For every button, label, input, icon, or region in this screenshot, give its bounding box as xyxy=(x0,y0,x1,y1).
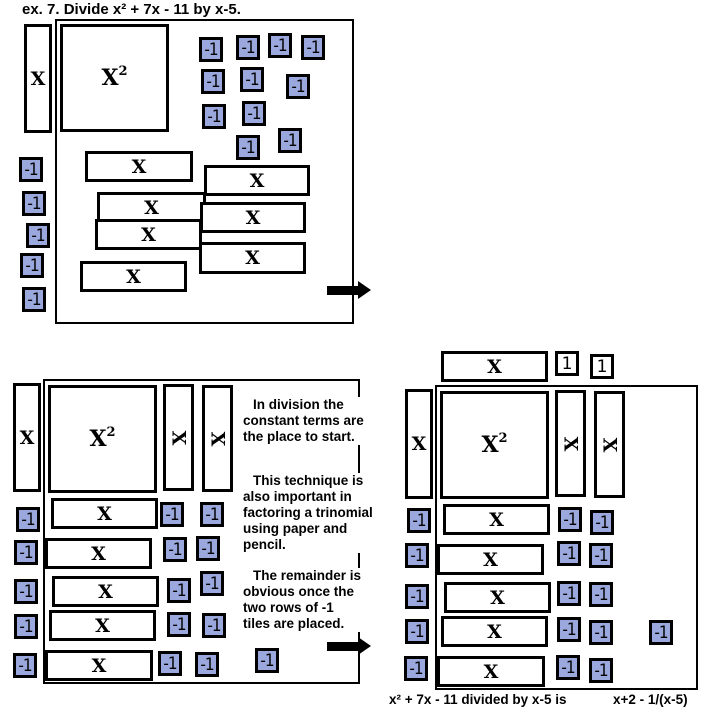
x-tile-vertical[interactable]: X xyxy=(555,390,586,497)
neg-one-tile[interactable]: -1 xyxy=(160,502,184,527)
neg-one-tile[interactable]: -1 xyxy=(589,658,613,683)
x-tile-vertical[interactable]: X xyxy=(202,385,233,492)
workspace-frame-initial xyxy=(55,19,354,324)
note-remainder: The remainder is obvious once the two ro… xyxy=(243,568,362,632)
x-tile-divisor[interactable]: X xyxy=(405,389,433,499)
quotient-one-tile[interactable]: 1 xyxy=(555,351,579,376)
neg-one-tile[interactable]: -1 xyxy=(589,543,613,568)
x-tile[interactable]: X xyxy=(85,151,193,182)
x-tile[interactable]: X xyxy=(45,650,153,681)
x-squared-tile[interactable]: X2 xyxy=(48,385,157,493)
neg-one-tile[interactable]: -1 xyxy=(405,584,429,609)
quotient-x-tile[interactable]: X xyxy=(441,351,548,382)
neg-one-tile[interactable]: -1 xyxy=(405,543,429,568)
x-tile-vertical[interactable]: X xyxy=(163,384,194,491)
neg-one-tile[interactable]: -1 xyxy=(14,540,38,565)
quotient-one-tile[interactable]: 1 xyxy=(590,354,614,379)
neg-one-tile[interactable]: -1 xyxy=(556,655,580,680)
neg-one-tile[interactable]: -1 xyxy=(242,101,266,126)
neg-one-tile[interactable]: -1 xyxy=(405,619,429,644)
x-tile[interactable]: X xyxy=(443,504,550,535)
problem-title: ex. 7. Divide x² + 7x - 11 by x-5. xyxy=(22,1,241,18)
neg-one-tile[interactable]: -1 xyxy=(26,223,50,248)
x-tile[interactable]: X xyxy=(52,576,159,607)
x-squared-tile[interactable]: X2 xyxy=(440,391,549,499)
x-tile[interactable]: X xyxy=(200,202,306,233)
x-tile-divisor[interactable]: X xyxy=(13,383,41,492)
neg-one-tile[interactable]: -1 xyxy=(20,253,44,278)
neg-one-tile[interactable]: -1 xyxy=(201,69,225,94)
neg-one-tile[interactable]: -1 xyxy=(557,541,581,566)
neg-one-tile[interactable]: -1 xyxy=(13,653,37,678)
x-tile[interactable]: X xyxy=(49,610,156,641)
neg-one-tile[interactable]: -1 xyxy=(278,128,302,153)
neg-one-tile[interactable]: -1 xyxy=(255,648,279,673)
remainder-neg-one-tile[interactable]: -1 xyxy=(649,620,673,645)
neg-one-tile[interactable]: -1 xyxy=(236,35,260,60)
note-start-with-constants: In division the constant terms are the p… xyxy=(241,397,364,445)
right-arrow-icon xyxy=(327,637,371,655)
neg-one-tile[interactable]: -1 xyxy=(202,613,226,638)
neg-one-tile[interactable]: -1 xyxy=(167,612,191,637)
neg-one-tile[interactable]: -1 xyxy=(158,651,182,676)
x-tile[interactable]: X xyxy=(437,656,545,687)
neg-one-tile[interactable]: -1 xyxy=(14,614,38,639)
x-tile[interactable]: X xyxy=(80,261,187,292)
neg-one-tile[interactable]: -1 xyxy=(407,508,431,533)
neg-one-tile[interactable]: -1 xyxy=(22,191,46,216)
neg-one-tile[interactable]: -1 xyxy=(589,620,613,645)
neg-one-tile[interactable]: -1 xyxy=(557,617,581,642)
x-tile[interactable]: X xyxy=(204,165,310,196)
neg-one-tile[interactable]: -1 xyxy=(200,502,224,527)
x-tile[interactable]: X xyxy=(45,538,152,569)
x-tile[interactable]: X xyxy=(437,544,544,575)
neg-one-tile[interactable]: -1 xyxy=(236,135,260,160)
x-tile[interactable]: X xyxy=(199,242,306,274)
x-tile[interactable]: X xyxy=(441,616,548,647)
neg-one-tile[interactable]: -1 xyxy=(14,579,38,604)
neg-one-tile[interactable]: -1 xyxy=(195,652,219,677)
neg-one-tile[interactable]: -1 xyxy=(240,67,264,92)
x-squared-tile[interactable]: X2 xyxy=(60,24,169,132)
neg-one-tile[interactable]: -1 xyxy=(22,287,46,312)
neg-one-tile[interactable]: -1 xyxy=(404,656,428,681)
neg-one-tile[interactable]: -1 xyxy=(590,510,614,535)
x-tile[interactable]: X xyxy=(51,498,158,529)
neg-one-tile[interactable]: -1 xyxy=(163,537,187,562)
neg-one-tile[interactable]: -1 xyxy=(196,536,220,561)
neg-one-tile[interactable]: -1 xyxy=(199,37,223,62)
neg-one-tile[interactable]: -1 xyxy=(202,104,226,129)
right-arrow-icon xyxy=(327,281,371,299)
neg-one-tile[interactable]: -1 xyxy=(301,35,325,60)
neg-one-tile[interactable]: -1 xyxy=(16,507,40,532)
neg-one-tile[interactable]: -1 xyxy=(268,33,292,58)
neg-one-tile[interactable]: -1 xyxy=(167,578,191,603)
neg-one-tile[interactable]: -1 xyxy=(589,582,613,607)
neg-one-tile[interactable]: -1 xyxy=(558,507,582,532)
note-factoring-technique: This technique is also important in fact… xyxy=(243,473,373,553)
x-tile-vertical[interactable]: X xyxy=(594,391,625,498)
workspace-frame-result xyxy=(435,385,698,690)
x-tile-divisor[interactable]: X xyxy=(24,24,52,133)
neg-one-tile[interactable]: -1 xyxy=(286,74,310,99)
result-answer: x+2 - 1/(x-5) xyxy=(613,692,688,707)
neg-one-tile[interactable]: -1 xyxy=(557,581,581,606)
result-statement: x² + 7x - 11 divided by x-5 is xyxy=(389,692,567,707)
x-tile[interactable]: X xyxy=(95,219,202,250)
x-tile[interactable]: X xyxy=(444,582,551,613)
neg-one-tile[interactable]: -1 xyxy=(200,571,224,596)
neg-one-tile[interactable]: -1 xyxy=(19,157,43,182)
